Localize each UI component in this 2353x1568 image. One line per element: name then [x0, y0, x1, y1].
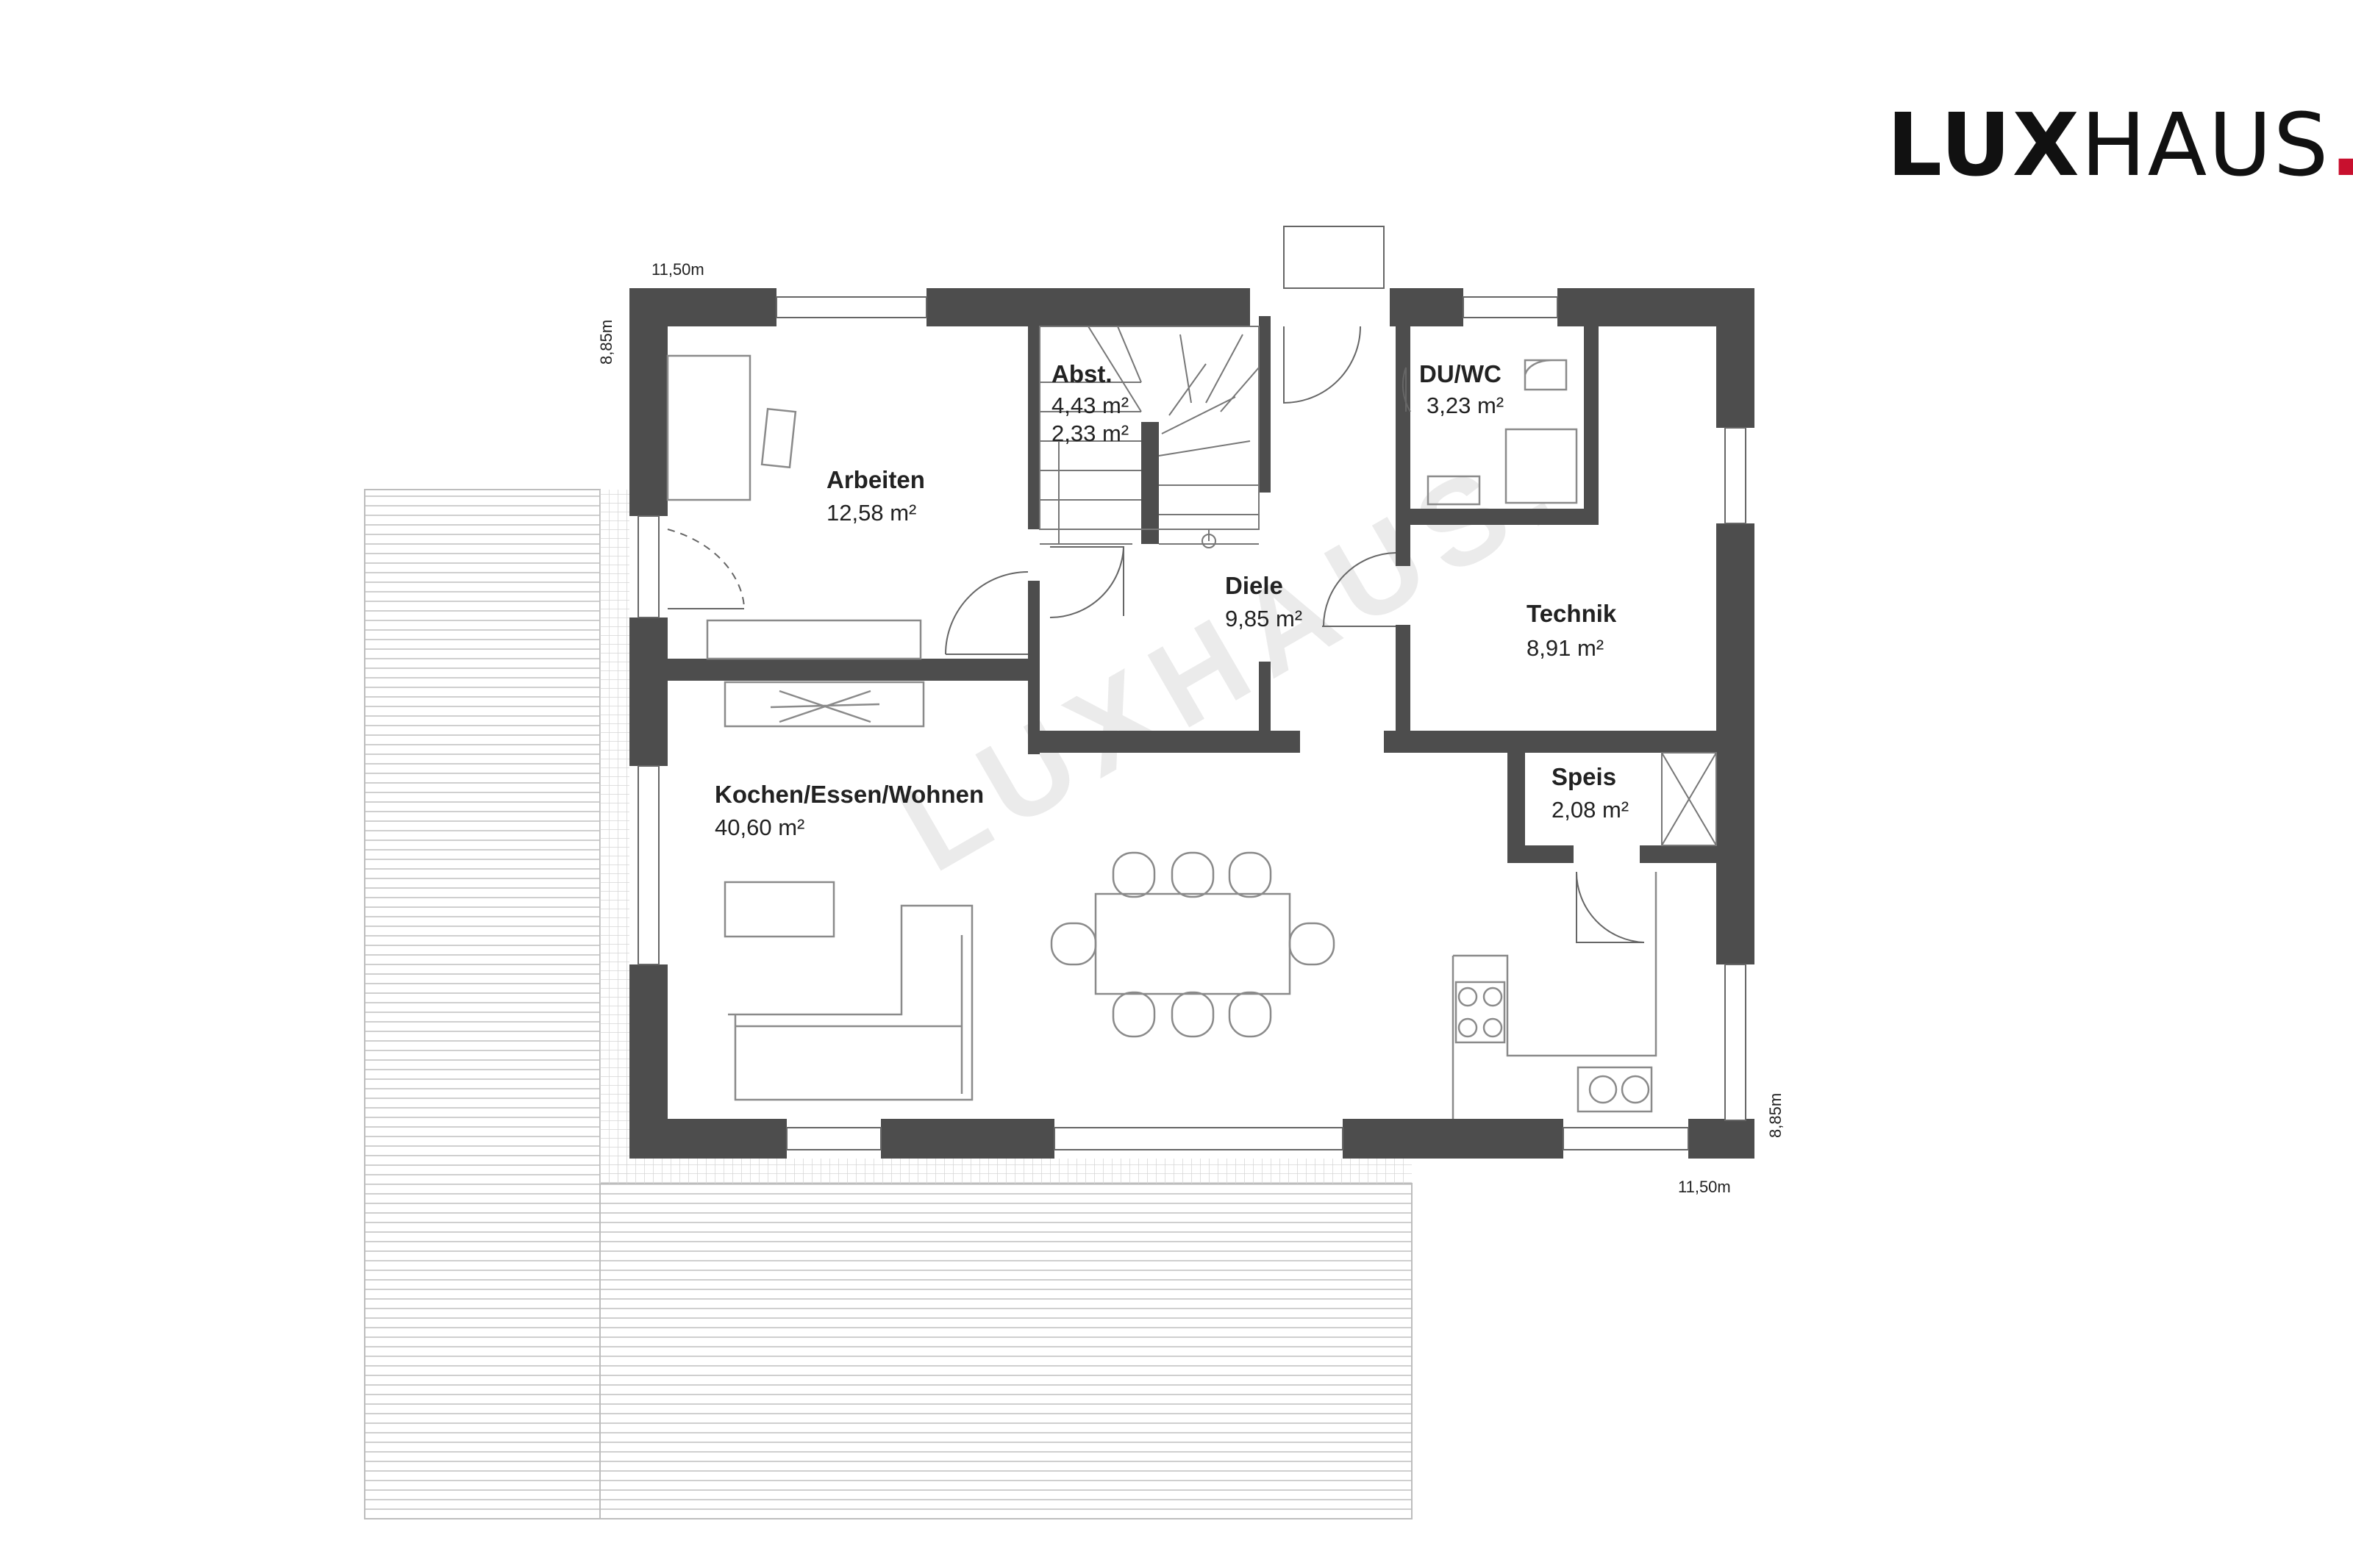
exterior-walls — [629, 288, 1754, 1159]
room-labels: Arbeiten 12,58 m² Abst. 4,43 m² 2,33 m² … — [715, 360, 1629, 840]
dimension-left-depth: 8,85m — [597, 320, 615, 365]
luxhaus-logo: LUXHAUS. — [1887, 101, 2353, 188]
dimension-bottom-width: 11,50m — [1678, 1178, 1731, 1196]
logo-part-haus: HAUS — [2080, 94, 2330, 196]
room-area-du-wc: 3,23 m² — [1427, 393, 1504, 418]
logo-part-lux: LUX — [1887, 94, 2081, 196]
room-name-du-wc: DU/WC — [1419, 360, 1502, 387]
room-name-diele: Diele — [1225, 572, 1283, 599]
bathroom-fixtures — [1427, 359, 1578, 506]
room-area-arbeiten: 12,58 m² — [826, 500, 916, 526]
doors — [667, 326, 1717, 943]
room-name-technik: Technik — [1527, 600, 1617, 627]
room-area-abst: 4,43 m² — [1051, 393, 1129, 418]
room-area-diele: 9,85 m² — [1225, 606, 1302, 631]
room-area-technik: 8,91 m² — [1527, 635, 1604, 661]
windows — [638, 226, 1746, 1150]
living-furniture — [724, 681, 1657, 1119]
terrace-deck — [364, 489, 1413, 1519]
room-area2-abst: 2,33 m² — [1051, 420, 1129, 446]
logo-dot: . — [2330, 94, 2353, 196]
room-name-abst: Abst. — [1051, 360, 1113, 387]
dimension-top-width: 11,50m — [651, 260, 704, 279]
room-area-speis: 2,08 m² — [1552, 797, 1629, 823]
staircase — [1039, 326, 1260, 548]
room-name-speis: Speis — [1552, 763, 1616, 790]
room-name-arbeiten: Arbeiten — [826, 466, 925, 493]
dimension-labels: 11,50m 8,85m 8,85m 11,50m — [597, 260, 1785, 1196]
dimension-right-depth: 8,85m — [1766, 1093, 1785, 1138]
office-furniture — [666, 354, 922, 660]
room-name-kochen-essen-wohnen: Kochen/Essen/Wohnen — [715, 781, 984, 808]
room-area-kochen-essen-wohnen: 40,60 m² — [715, 815, 804, 840]
